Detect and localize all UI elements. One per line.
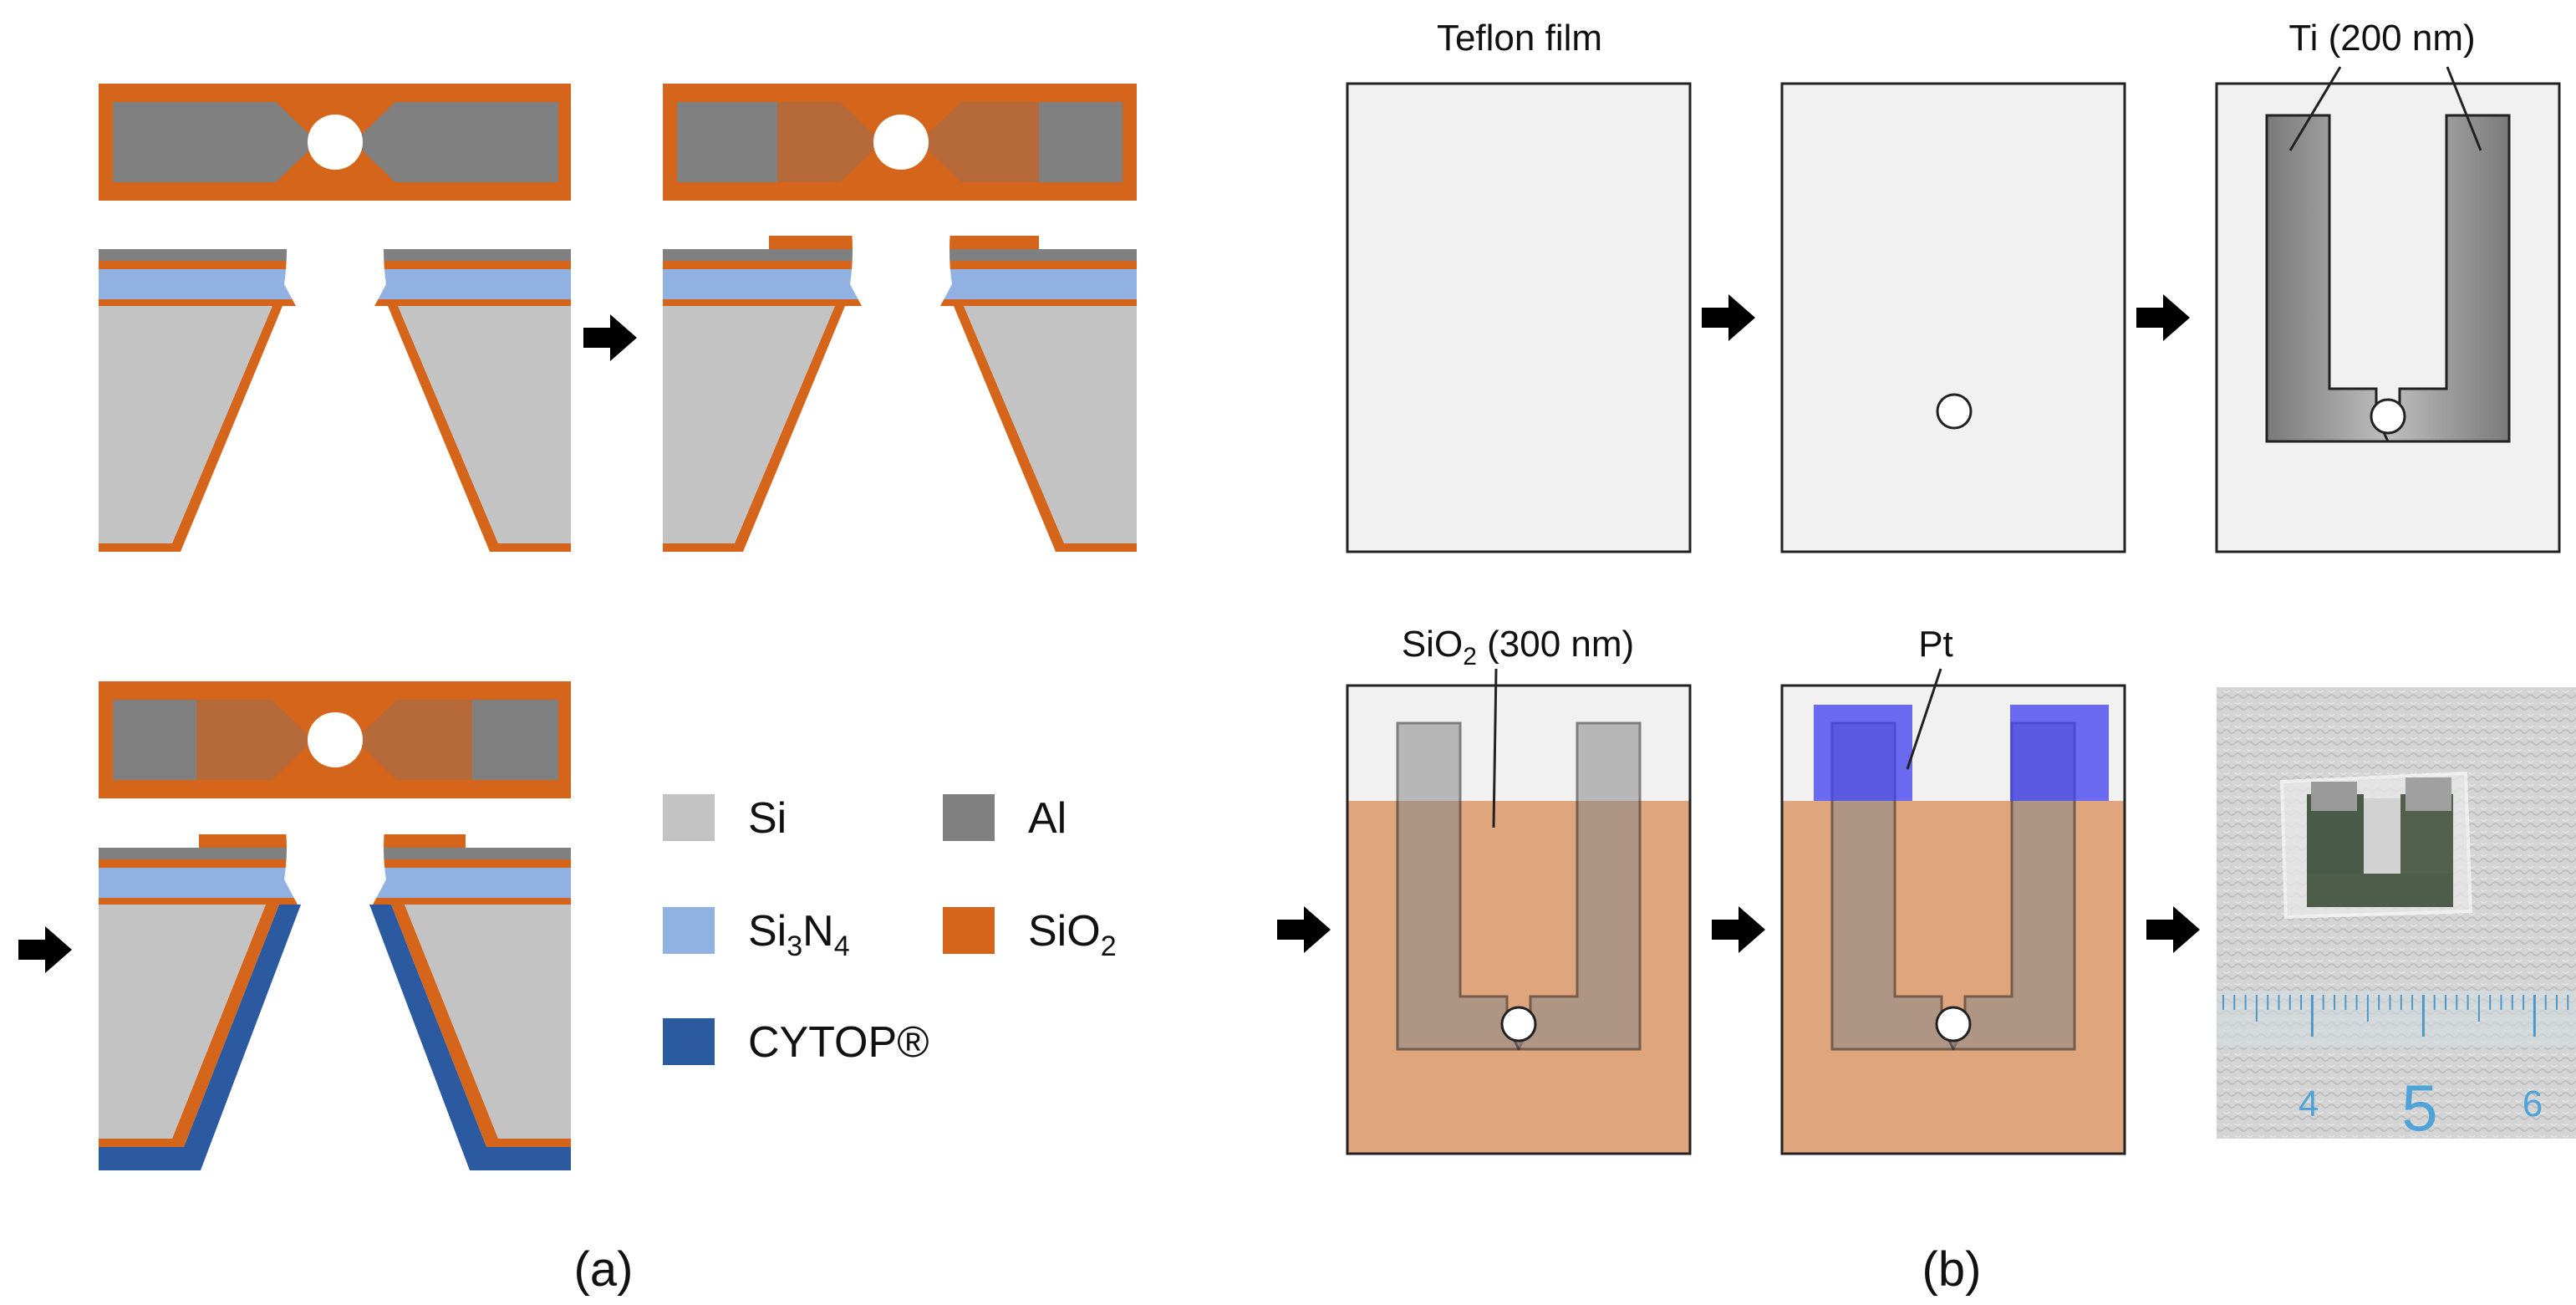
nanopore-top (308, 712, 363, 767)
substrate-left (99, 905, 266, 1139)
label-teflon-film: Teflon film (1437, 18, 1602, 59)
top-view-al-right (354, 102, 558, 182)
top-view-3 (99, 681, 571, 798)
legend-swatch-si3n4 (663, 907, 715, 954)
contact-left-photo (2311, 782, 2357, 811)
nanopore-top (873, 115, 929, 170)
panel-a: Si Al Si3N4 SiO2 CYTOP® (a) (18, 84, 1137, 1297)
legend-swatch-si (663, 794, 715, 841)
cross-section-2 (663, 209, 1137, 552)
legend-label-cytop: CYTOP® (748, 1018, 929, 1067)
label-ti-thickness: Ti (200 nm) (2288, 18, 2475, 59)
arrow-b3 (1277, 906, 1331, 953)
arrow-a1 (583, 314, 637, 361)
nanopore-cross-section (850, 209, 952, 306)
patch-sio2-left (199, 834, 293, 848)
oxide-over-al-left (777, 102, 882, 182)
material-legend: Si Al Si3N4 SiO2 CYTOP® (663, 794, 1117, 1067)
ti-leader-left (2288, 66, 2342, 151)
arrow-b2 (2136, 294, 2190, 341)
panel-a-caption: (a) (574, 1242, 634, 1297)
cross-section-1 (99, 209, 571, 552)
sidewall-oxide-left (663, 306, 845, 552)
drilled-hole (1500, 1006, 1537, 1042)
legend-swatch-sio2 (943, 907, 995, 954)
top-view-al-right (472, 700, 558, 780)
arrow-b1 (1702, 294, 1755, 341)
arrow-b5 (2146, 906, 2200, 953)
pt-leader (1906, 668, 1942, 770)
legend-label-al: Al (1028, 794, 1067, 843)
ruler-number-6: 6 (2523, 1083, 2543, 1124)
substrate-left (99, 306, 272, 543)
teflon-film-blank (1346, 82, 1692, 553)
top-view-al-left (677, 102, 777, 182)
sidewall-oxide-left (99, 306, 283, 552)
drilled-hole (1935, 1006, 1972, 1042)
sidewall-oxide-left (99, 905, 279, 1147)
gap-photo (2364, 798, 2400, 874)
nanopore-top (308, 115, 363, 170)
patch-sio2-right (378, 834, 466, 848)
contact-right-photo (2405, 777, 2451, 811)
substrate-left (663, 306, 835, 543)
ruler: 4 5 6 (2217, 991, 2576, 1144)
oxide-over-al-right (919, 102, 1039, 182)
top-view-1 (99, 84, 571, 201)
cytop-coating-left (99, 905, 301, 1170)
cytop-coating-right (369, 905, 571, 1170)
label-sio2-thickness: SiO2 (300 nm) (1402, 624, 1634, 670)
patch-sio2-right (947, 236, 1039, 249)
substrate-right (964, 306, 1137, 543)
top-view-al-right (1039, 102, 1123, 182)
pt-pad-left (1814, 705, 1912, 801)
top-view-al-left (113, 700, 196, 780)
sio2-leader (1492, 668, 1498, 828)
oxide-over-al-right (355, 700, 472, 780)
legend-swatch-cytop (663, 1018, 715, 1065)
nanopore-cross-section (284, 808, 386, 905)
patch-sio2-left (769, 236, 878, 249)
device-step-3 (99, 681, 571, 1170)
device-step-1 (99, 84, 571, 552)
arrow-b4 (1712, 906, 1765, 953)
ruler-ticks (2222, 995, 2569, 1037)
teflon-film-with-hole (1780, 82, 2126, 553)
substrate-right (398, 306, 571, 543)
teflon-with-ti-electrodes (2215, 66, 2561, 553)
pt-pad-right (2010, 705, 2109, 801)
teflon-outline (1780, 684, 2126, 1155)
legend-label-sio2: SiO2 (1028, 907, 1117, 962)
legend-label-si3n4: Si3N4 (748, 907, 850, 962)
device-photograph: 4 5 6 (2217, 687, 2576, 1144)
substrate-right (405, 905, 571, 1139)
sidewall-oxide-right (954, 306, 1137, 552)
sidewall-oxide-right (388, 306, 571, 552)
top-view-al-left (113, 102, 318, 182)
teflon-with-sio2-coating (1346, 668, 1692, 1155)
panel-b-caption: (b) (1922, 1242, 1982, 1297)
teflon-with-pt-pads (1780, 668, 2126, 1155)
ruler-number-5: 5 (2401, 1071, 2437, 1144)
teflon-outline (1346, 684, 1692, 1155)
oxide-over-al-left (196, 700, 313, 780)
nanopore-cross-section (284, 209, 386, 306)
label-pt: Pt (1918, 624, 1953, 665)
top-view-2 (663, 84, 1137, 201)
panel-b: Teflon film Ti (200 nm) SiO2 (300 nm) Pt (1277, 18, 2576, 1297)
ti-leader-right (2446, 66, 2482, 151)
legend-swatch-al (943, 794, 995, 841)
drilled-hole (2370, 398, 2406, 435)
ruler-number-4: 4 (2299, 1083, 2319, 1124)
drilled-hole (1936, 393, 1973, 430)
legend-label-si: Si (748, 794, 787, 843)
electrode-bottom-photo (2307, 874, 2453, 907)
device-step-2 (663, 84, 1137, 552)
arrow-a2 (18, 926, 72, 973)
sidewall-oxide-right (391, 905, 571, 1147)
cross-section-3 (99, 808, 571, 1170)
